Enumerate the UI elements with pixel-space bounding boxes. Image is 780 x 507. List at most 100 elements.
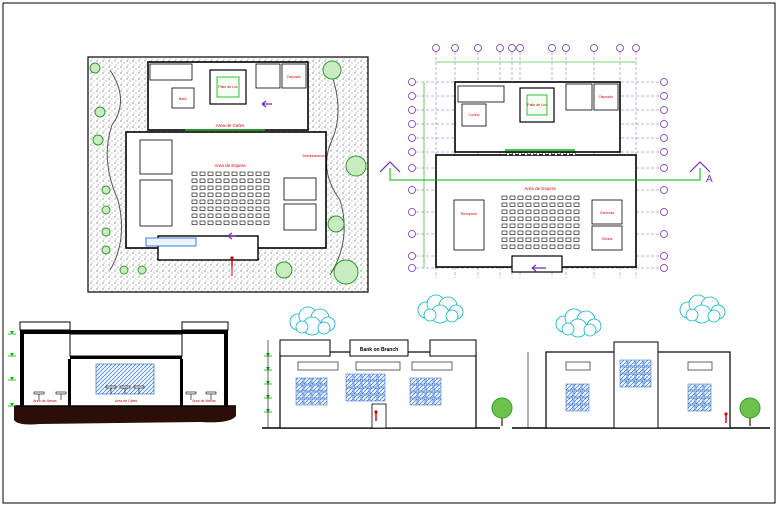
window xyxy=(703,390,712,398)
chair xyxy=(509,244,516,249)
axis-bubble xyxy=(660,208,668,216)
tree-icon xyxy=(119,265,129,275)
cloud-icon xyxy=(417,294,464,324)
chair xyxy=(247,192,254,197)
tree-icon xyxy=(345,155,367,177)
chair xyxy=(199,206,206,211)
site-wc-label: Baño xyxy=(179,97,187,101)
section-cut-line xyxy=(389,168,701,181)
site-office xyxy=(139,139,173,175)
table xyxy=(133,385,145,389)
chair xyxy=(239,213,246,218)
section-label-right: Area de Mesas xyxy=(192,399,216,403)
chair xyxy=(239,185,246,190)
plan-room xyxy=(565,83,593,111)
axis-bubble xyxy=(660,120,668,128)
site-office xyxy=(139,179,173,227)
window xyxy=(635,380,644,388)
axis-bubble xyxy=(660,106,668,114)
window xyxy=(687,404,696,412)
plan-wc xyxy=(461,103,487,127)
window xyxy=(319,391,328,399)
chair xyxy=(199,213,206,218)
window xyxy=(635,373,644,381)
axis-bubble xyxy=(474,44,482,52)
window xyxy=(627,373,636,381)
axis-bubble xyxy=(408,264,416,272)
window xyxy=(433,391,442,399)
canopy xyxy=(565,361,591,371)
chair xyxy=(263,178,270,183)
chair xyxy=(573,202,580,207)
window xyxy=(581,404,590,412)
window xyxy=(627,366,636,374)
section-roof xyxy=(20,330,228,334)
cloud-icon xyxy=(679,294,726,324)
chair xyxy=(533,209,540,214)
axis-bubble xyxy=(408,230,416,238)
chair xyxy=(255,178,262,183)
window xyxy=(565,397,574,405)
chair xyxy=(199,220,206,225)
side-windows xyxy=(565,359,713,412)
window xyxy=(303,384,312,392)
axis-bubble xyxy=(408,120,416,128)
axis-bubble xyxy=(408,164,416,172)
tree-icon xyxy=(137,265,147,275)
window xyxy=(409,377,418,385)
window xyxy=(353,394,362,402)
chair xyxy=(501,216,508,221)
chair xyxy=(509,230,516,235)
window xyxy=(369,380,378,388)
window xyxy=(361,394,370,402)
chair xyxy=(191,171,198,176)
cloud-icon xyxy=(289,306,336,336)
chair xyxy=(573,237,580,242)
chair xyxy=(191,178,198,183)
side-elevation xyxy=(512,341,770,429)
window xyxy=(345,380,354,388)
chair xyxy=(247,185,254,190)
tree-icon xyxy=(92,134,104,146)
site-wc xyxy=(171,87,195,109)
window xyxy=(417,377,426,385)
plan-courtyard-label: Patio de Luz xyxy=(527,103,547,107)
chair xyxy=(509,237,516,242)
chair xyxy=(207,178,214,183)
ground-earth xyxy=(14,406,236,425)
window xyxy=(311,398,320,406)
chair xyxy=(231,213,238,218)
chair xyxy=(525,244,532,249)
chair xyxy=(549,202,556,207)
chair xyxy=(533,216,540,221)
chair xyxy=(557,202,564,207)
cloud-puff xyxy=(445,309,459,323)
axis-bubble xyxy=(660,252,668,260)
chair xyxy=(247,213,254,218)
chair xyxy=(573,209,580,214)
plan-office xyxy=(453,199,485,251)
chair xyxy=(239,199,246,204)
axis-bubble xyxy=(660,78,668,86)
chair xyxy=(231,192,238,197)
stool xyxy=(524,152,528,156)
floor-plan: Patio de Luz Deposito Cocina Area de Esp… xyxy=(379,44,713,278)
window xyxy=(361,387,370,395)
tree-icon xyxy=(275,261,293,279)
site-hall-label: Area de Cafes xyxy=(216,123,246,128)
window xyxy=(703,404,712,412)
axis-bubble xyxy=(508,44,516,52)
chair xyxy=(263,171,270,176)
chair xyxy=(247,206,254,211)
chair xyxy=(501,209,508,214)
window xyxy=(409,384,418,392)
chair xyxy=(247,220,254,225)
window xyxy=(619,359,628,367)
window xyxy=(695,383,704,391)
chair xyxy=(501,244,508,249)
level-arrow-icon xyxy=(10,353,14,356)
chair xyxy=(231,171,238,176)
window xyxy=(319,398,328,406)
chair xyxy=(501,230,508,235)
